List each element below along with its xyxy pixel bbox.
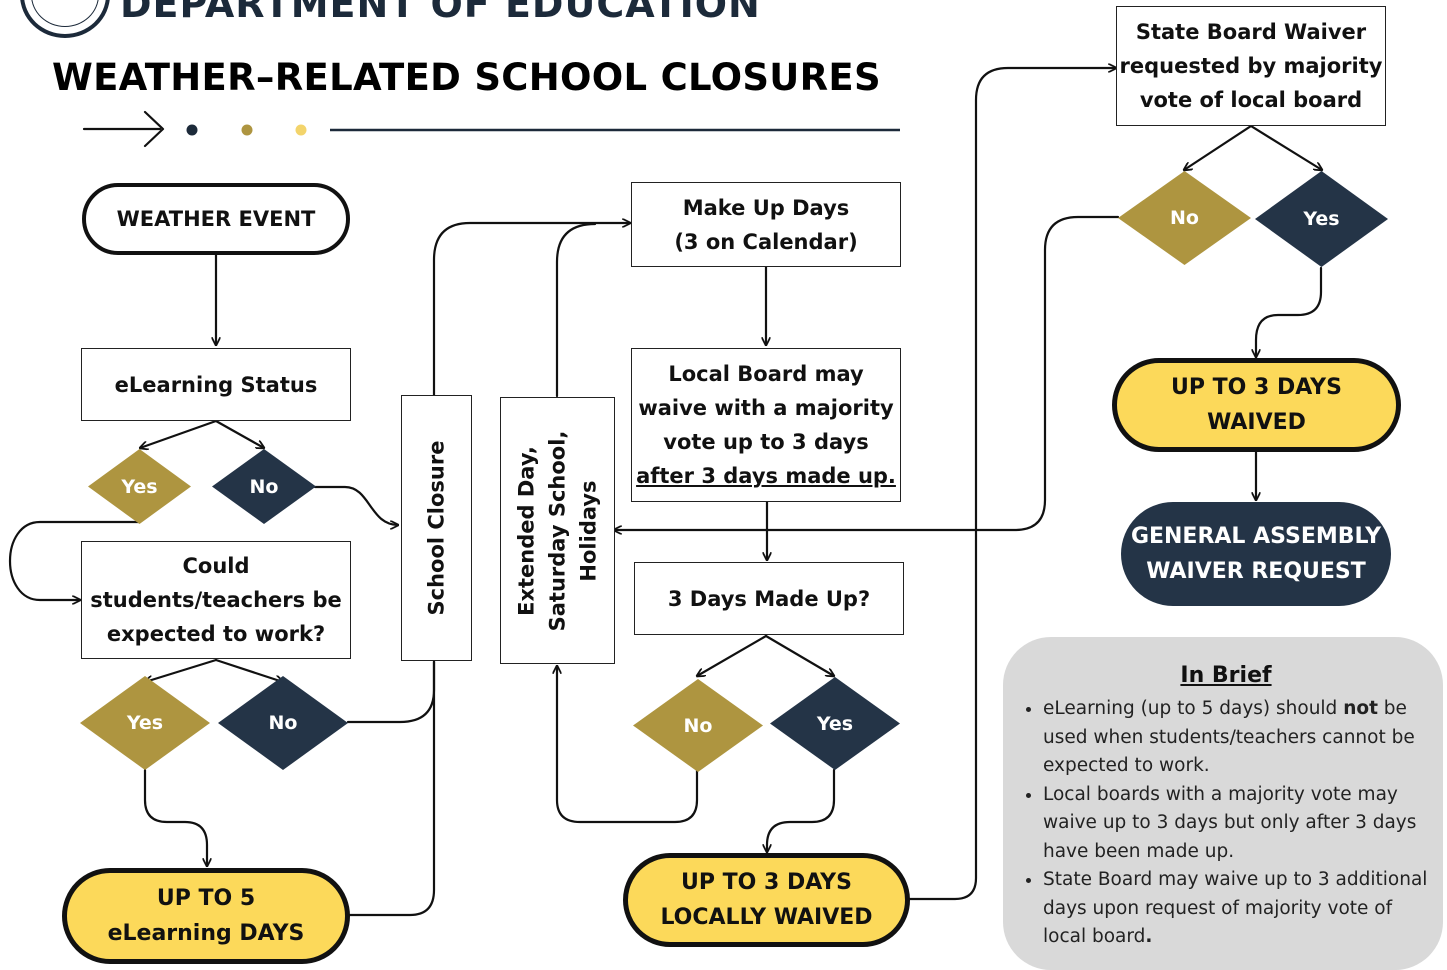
state-board-line-1: State Board Waiver bbox=[1135, 20, 1367, 44]
extended-day-label: Extended Day, Saturday School, Holidays bbox=[511, 430, 604, 631]
branch-elearning-left bbox=[140, 419, 218, 448]
in-brief-item-1-tail: be used when students/teachers cannot be… bbox=[1043, 698, 1415, 776]
elearning-yes-label: Yes bbox=[121, 475, 158, 498]
arrow-elearning-yes-to-could bbox=[9, 520, 142, 600]
three-days-made-up-label: 3 Days Made Up? bbox=[667, 586, 871, 611]
elearning-status-label: eLearning Status bbox=[114, 372, 318, 397]
could-work-line-1: Could bbox=[182, 554, 250, 578]
locally-waived-line-2: LOCALLY WAIVED bbox=[660, 905, 873, 930]
decor-dot-yellow bbox=[295, 124, 307, 136]
three-days-waived-line-1: UP TO 3 DAYS bbox=[1171, 375, 1342, 400]
in-brief-item-3-bold: . bbox=[1145, 926, 1153, 947]
general-assembly-node: GENERAL ASSEMBLY WAIVER REQUEST bbox=[1121, 502, 1391, 606]
make-up-days-box: Make Up Days (3 on Calendar) bbox=[631, 182, 901, 267]
page-title: WEATHER–RELATED SCHOOL CLOSURES bbox=[52, 56, 881, 99]
work-no-label: No bbox=[268, 712, 298, 734]
state-board-line-3: vote of local board bbox=[1139, 88, 1363, 112]
weather-event-node: WEATHER EVENT bbox=[82, 183, 350, 255]
in-brief-item: State Board may waive up to 3 additional… bbox=[1043, 866, 1429, 952]
in-brief-item-1-text: eLearning (up to 5 days) should bbox=[1043, 698, 1344, 719]
up-to-5-line-1: UP TO 5 bbox=[156, 886, 256, 911]
local-board-line-1: Local Board may bbox=[668, 362, 864, 386]
branch-madeup-right bbox=[764, 634, 834, 676]
three-days-waived-line-2: WAIVED bbox=[1207, 410, 1306, 435]
locally-waived-node: UP TO 3 DAYS LOCALLY WAIVED bbox=[623, 853, 910, 947]
in-brief-list: eLearning (up to 5 days) should not be u… bbox=[1023, 695, 1429, 952]
could-work-line-3: expected to work? bbox=[106, 622, 326, 646]
in-brief-panel: In Brief eLearning (up to 5 days) should… bbox=[1003, 637, 1443, 970]
work-yes-label: Yes bbox=[126, 712, 164, 734]
arrow-madeup-no-to-extended bbox=[557, 664, 699, 824]
make-up-days-line-1: Make Up Days bbox=[682, 195, 850, 220]
in-brief-item-2-text: Local boards with a majority vote may wa… bbox=[1043, 783, 1417, 862]
elearning-no-label: No bbox=[249, 475, 279, 498]
in-brief-item-3-text: State Board may waive up to 3 additional… bbox=[1043, 869, 1428, 947]
arrow-locally-to-stateboard bbox=[907, 68, 1118, 901]
up-to-5-line-2: eLearning DAYS bbox=[107, 921, 305, 946]
state-board-line-2: requested by majority bbox=[1119, 54, 1383, 78]
line-5days-to-closure bbox=[348, 660, 436, 917]
general-assembly-line-2: WAIVER REQUEST bbox=[1146, 559, 1366, 584]
arrow-state-yes-to-waived bbox=[1256, 266, 1323, 359]
general-assembly-line-1: GENERAL ASSEMBLY bbox=[1130, 524, 1382, 549]
state-board-box: State Board Waiver requested by majority… bbox=[1116, 6, 1386, 126]
could-work-line-2: students/teachers be bbox=[90, 588, 342, 612]
made-up-no-label: No bbox=[683, 714, 713, 737]
branch-could-right bbox=[214, 658, 283, 682]
three-days-waived-node: UP TO 3 DAYS WAIVED bbox=[1112, 358, 1401, 452]
local-board-line-4: after 3 days made up. bbox=[636, 464, 896, 488]
decor-arrow-head bbox=[143, 110, 165, 148]
school-closure-label: School Closure bbox=[424, 440, 448, 616]
line-work-no-to-closure bbox=[346, 658, 436, 724]
in-brief-title: In Brief bbox=[1180, 663, 1272, 688]
decor-dot-navy bbox=[186, 124, 198, 136]
three-days-made-up-box: 3 Days Made Up? bbox=[634, 562, 904, 635]
locally-waived-line-1: UP TO 3 DAYS bbox=[681, 870, 852, 895]
made-up-yes-label: Yes bbox=[816, 712, 854, 735]
branch-elearning-right bbox=[214, 419, 264, 448]
branch-state-right bbox=[1249, 124, 1322, 170]
in-brief-item: eLearning (up to 5 days) should not be u… bbox=[1043, 695, 1429, 781]
elearning-status-box: eLearning Status bbox=[81, 348, 351, 421]
branch-madeup-left bbox=[697, 634, 768, 676]
could-work-box: Could students/teachers be expected to w… bbox=[81, 541, 351, 659]
branch-state-left bbox=[1184, 124, 1253, 170]
extended-day-line-3: Holidays bbox=[576, 479, 600, 582]
branch-could-left bbox=[145, 658, 218, 682]
department-name: DEPARTMENT OF EDUCATION bbox=[120, 0, 761, 26]
line-extended-to-makeup bbox=[555, 222, 597, 398]
local-board-box: Local Board may waive with a majority vo… bbox=[631, 348, 901, 502]
arrow-closure-to-makeup bbox=[432, 223, 632, 398]
school-closure-box: School Closure bbox=[401, 395, 472, 661]
arrow-madeup-yes-to-locally bbox=[767, 768, 836, 854]
make-up-days-line-2: (3 on Calendar) bbox=[674, 229, 858, 254]
in-brief-item-1-bold: not bbox=[1343, 698, 1378, 719]
weather-event-label: WEATHER EVENT bbox=[116, 207, 316, 231]
state-yes-label: Yes bbox=[1303, 208, 1340, 230]
arrow-work-yes-to-5days bbox=[143, 768, 207, 868]
arrow-state-no-to-extended bbox=[612, 215, 1120, 530]
extended-day-line-1: Extended Day, bbox=[514, 445, 538, 616]
in-brief-item: Local boards with a majority vote may wa… bbox=[1043, 781, 1429, 867]
arrow-elearning-no-to-closure bbox=[313, 485, 400, 525]
decor-dot-gold bbox=[241, 124, 253, 136]
extended-day-box: Extended Day, Saturday School, Holidays bbox=[500, 397, 615, 664]
state-no-label: No bbox=[1170, 207, 1199, 229]
up-to-5-elearning-days-node: UP TO 5 eLearning DAYS bbox=[62, 868, 350, 964]
extended-day-line-2: Saturday School, bbox=[545, 430, 569, 631]
local-board-line-3: vote up to 3 days bbox=[663, 430, 869, 454]
local-board-line-2: waive with a majority bbox=[638, 396, 894, 420]
